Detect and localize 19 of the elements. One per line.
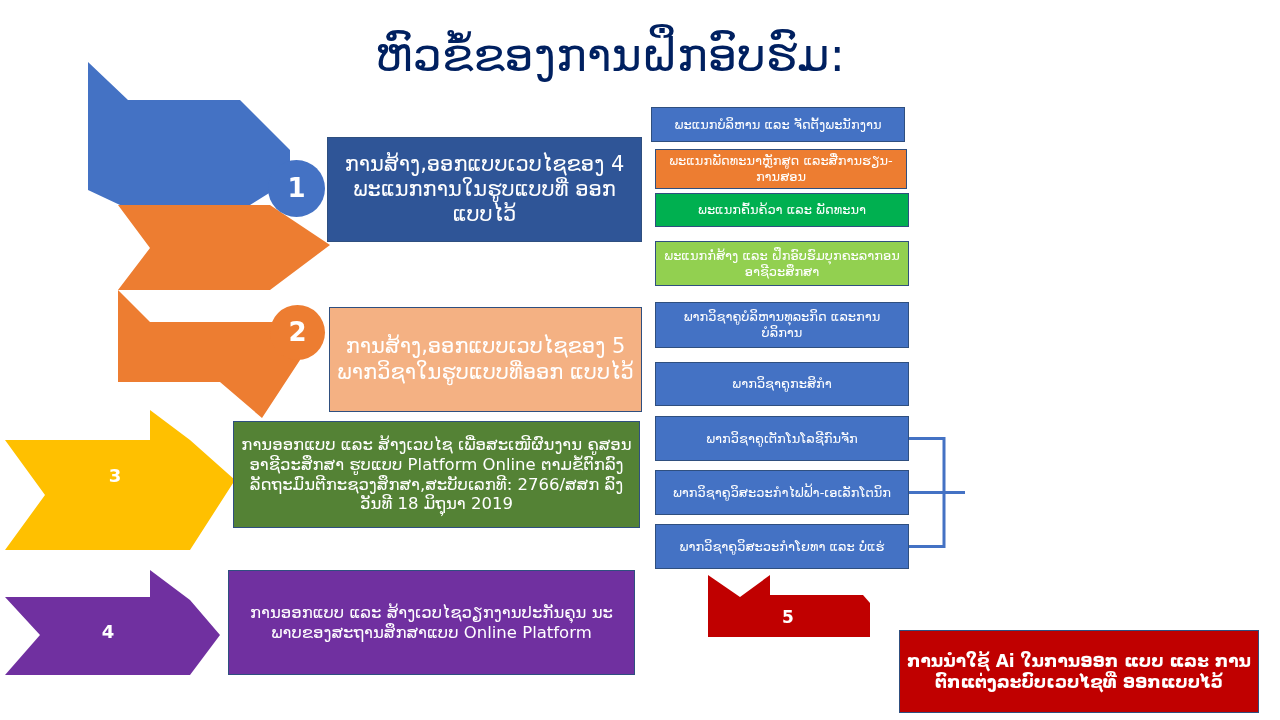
- number-circle: 1: [268, 160, 325, 217]
- text-box: ພາກວິຊາຄູວິສະວະກຳໄຟຟ້າ-ເອເລັກໂຕນິກ: [655, 470, 909, 515]
- text-box: ການສ້າງ,ອອກແບບເວບໄຊຂອງ 4 ພະແນກການໃນຮູບແບບທີ່ ອອກແບບໄວ້: [327, 137, 642, 242]
- text-box: ພະແນກຄົ້ນຄ້ວາ ແລະ ພັດທະນາ: [655, 193, 909, 227]
- text-box: ພະແນກບໍລິຫານ ແລະ ຈັດຕັ້ງພະນັກງານ: [651, 107, 905, 142]
- text-box: ພາກວິຊາຄູບໍລິຫານທຸລະກິດ ແລະການ ບໍລິການ: [655, 302, 909, 348]
- text-box: ການອອກແບບ ແລະ ສ້າງເວບໄຊວຽກງານປະກັນຄຸນ ນະພາບຂອງສະຖານສຶກສາແບບ Online Platform: [228, 570, 635, 675]
- text-box: ພະແນກພັດທະນາຫຼັກສູດ ແລະສື່ການຮຽນ-ການສອນ: [655, 149, 907, 189]
- bracket-line: [909, 491, 965, 548]
- text-box: ການອອກແບບ ແລະ ສ້າງເວບໄຊ ເພື່ອສະເໜີຜົນງານ ຄູສອນ ອາຊີວະສຶກສາ ຮູບແບບ Platform Online ຕາມຂໍ້ຕົກລົງລັດຖະມົນຕີກະຊວງສຶກສາ,ສະບັບເລກທີ: 2766/ສສກ ລົງວັນທີ 18 ມິຖຸນາ 2019: [233, 421, 640, 528]
- text-box: ພາກວິຊາຄູກະສິກຳ: [655, 362, 909, 406]
- text-box: ພາກວິຊາຄູວິສະວະກຳໂຍທາ ແລະ ບໍ່ແຮ່: [655, 524, 909, 569]
- text-box: ການນຳໃຊ້ Ai ໃນການອອກ ແບບ ແລະ ການຕົກແຕ່ງລະບົບເວບໄຊທີ່ ອອກແບບໄວ້: [899, 630, 1259, 713]
- text-box: ພະແນກກໍ່ສ້າງ ແລະ ຝຶກອົບຮົມບຸກຄະລາກອນອາຊີວະສຶກສາ: [655, 241, 909, 286]
- number-banner: 5: [708, 575, 870, 637]
- number-banner: 3: [5, 410, 235, 550]
- text-box: ການສ້າງ,ອອກແບບເວບໄຊຂອງ 5 ພາກວິຊາໃນຮູບແບບທີ່ອອກ ແບບໄວ້: [329, 307, 642, 412]
- text-box: ພາກວິຊາຄູເຕັກໂນໂລຊີກົນຈັກ: [655, 416, 909, 461]
- number-circle: 2: [270, 305, 325, 360]
